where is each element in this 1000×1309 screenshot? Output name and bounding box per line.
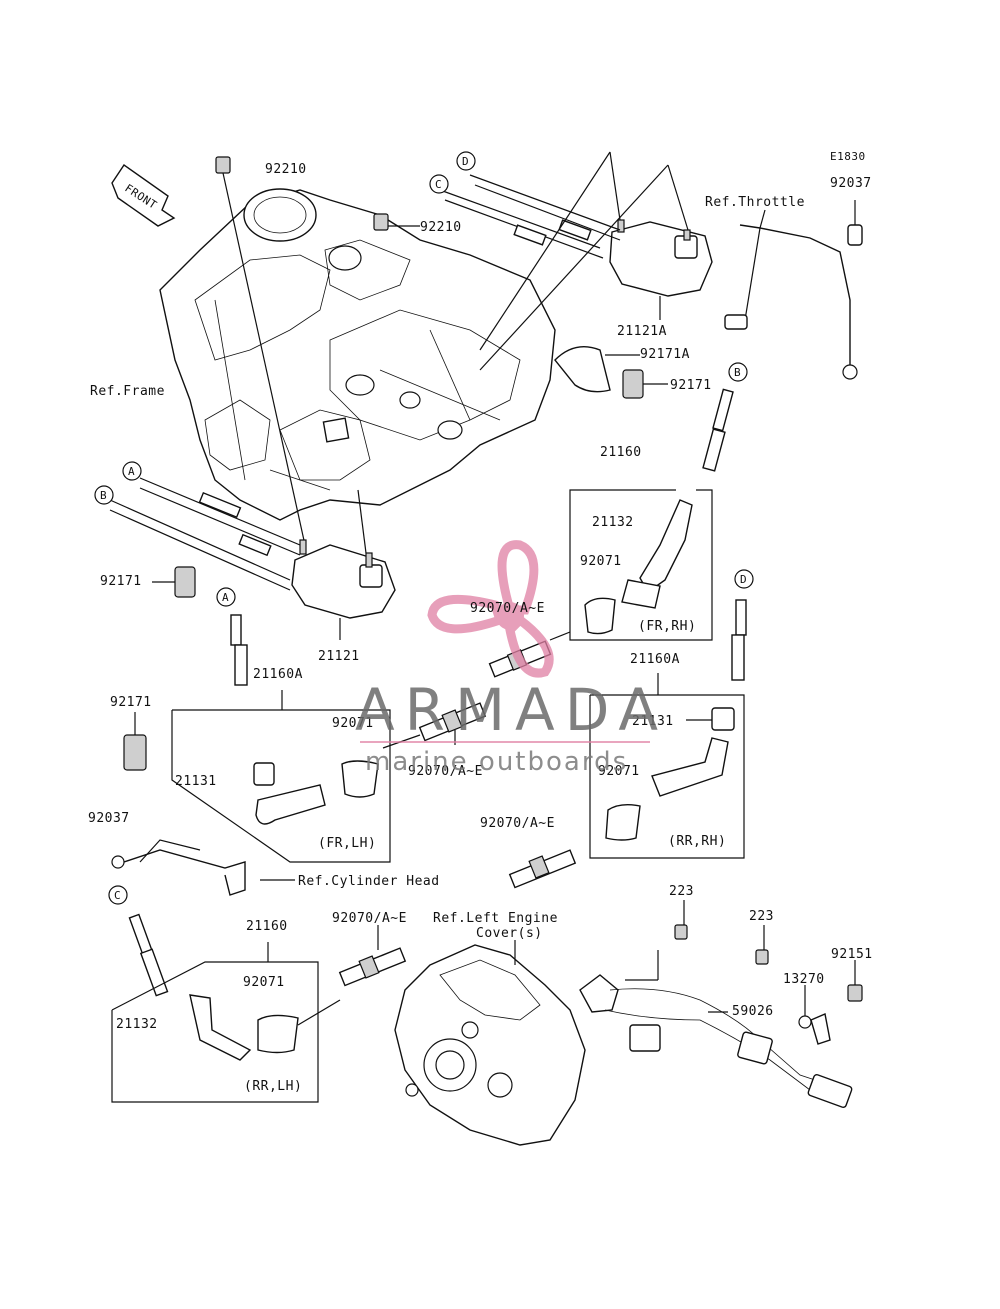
clamp-13270-icon: [798, 985, 831, 1045]
label-92171-left: 92171: [100, 574, 142, 589]
svg-text:B: B: [734, 366, 741, 379]
callout-c-top: C: [429, 174, 449, 194]
label-223-b: 223: [749, 909, 774, 924]
label-rr-rh: (RR,RH): [668, 834, 726, 849]
label-92151: 92151: [831, 947, 873, 962]
box-fr-lh: [171, 690, 391, 863]
spark-plug-cap-21160A-left-drawing: A: [216, 587, 248, 686]
svg-text:A: A: [128, 465, 135, 478]
spark-plug-cap-21160-top-drawing: B: [702, 362, 748, 472]
label-59026: 59026: [732, 1004, 774, 1019]
svg-text:C: C: [435, 178, 442, 191]
holder-92171A-icon: [554, 346, 640, 393]
throttle-bracket-drawing: [724, 200, 863, 380]
watermark-brand: ARMADA: [355, 676, 668, 744]
box-fr-rh: [569, 489, 713, 641]
label-fr-rh: (FR,RH): [638, 619, 696, 634]
label-92070-low: 92070/A~E: [332, 911, 407, 926]
spark-plug-92070-rr-rh-drawing: [508, 849, 577, 889]
holder-92171-right-icon: [622, 369, 668, 399]
svg-text:C: C: [114, 889, 121, 902]
bolt-92151-icon: [847, 960, 863, 1002]
callout-b-left: B: [94, 485, 114, 505]
label-92070-top: 92070/A~E: [470, 601, 545, 616]
label-92071-rr-rh: 92071: [598, 764, 640, 779]
callout-d-top: D: [456, 151, 476, 171]
engine-frame-drawing: [159, 188, 556, 521]
spark-plug-cap-21160A-right-drawing: D: [731, 569, 754, 681]
box-rr-rh: [589, 673, 745, 859]
ignition-coil-21121-drawing: [109, 477, 396, 640]
label-92037-left: 92037: [88, 811, 130, 826]
label-cover-s: Cover(s): [476, 926, 543, 941]
label-21160A-right: 21160A: [630, 652, 680, 667]
label-ref-left-engine-cover: Ref.Left Engine: [433, 911, 558, 926]
label-92171-right: 92171: [670, 378, 712, 393]
ignition-coil-21121A-drawing: [439, 151, 713, 371]
spark-plug-92070-mid-drawing: [382, 702, 487, 749]
callout-a-left: A: [122, 461, 142, 481]
bolt-223-a-icon: [674, 900, 688, 940]
svg-text:D: D: [740, 573, 747, 586]
left-engine-cover-drawing: [394, 940, 586, 1146]
label-92171A: 92171A: [640, 347, 690, 362]
holder-92171-left-icon: [152, 566, 196, 598]
label-ref-frame: Ref.Frame: [90, 384, 165, 399]
pickup-sensor-59026-drawing: [579, 950, 853, 1109]
label-fr-lh: (FR,LH): [318, 836, 376, 851]
label-ref-throttle: Ref.Throttle: [705, 195, 805, 210]
label-92071-rr-lh: 92071: [243, 975, 285, 990]
svg-text:B: B: [100, 489, 107, 502]
label-92210-top: 92210: [265, 162, 307, 177]
label-92210-mid: 92210: [420, 220, 462, 235]
label-21132-rr-lh: 21132: [116, 1017, 158, 1032]
label-21160-low: 21160: [246, 919, 288, 934]
box-rr-lh: [111, 942, 319, 1103]
watermark-tagline: marine outboards: [365, 747, 628, 777]
label-223-a: 223: [669, 884, 694, 899]
label-21160A-left: 21160A: [253, 667, 303, 682]
label-21131-right: 21131: [632, 714, 674, 729]
svg-text:A: A: [222, 591, 229, 604]
label-21131-left: 21131: [175, 774, 217, 789]
label-92037-top: 92037: [830, 176, 872, 191]
spark-plug-92070-low-drawing: [297, 925, 407, 1026]
label-21132-fr-rh: 21132: [592, 515, 634, 530]
label-92070-mid: 92070/A~E: [408, 764, 483, 779]
label-92070-rr-rh: 92070/A~E: [480, 816, 555, 831]
label-21121: 21121: [318, 649, 360, 664]
armada-logo-icon: [427, 540, 554, 678]
label-21160-top: 21160: [600, 445, 642, 460]
label-rr-lh: (RR,LH): [244, 1079, 302, 1094]
bolt-223-b-icon: [755, 925, 769, 965]
bolt-92210-top-icon: [215, 156, 306, 546]
callout-c-left: C: [108, 885, 169, 997]
front-arrow-icon: FRONT: [111, 164, 176, 227]
label-ref-cylinder-head: Ref.Cylinder Head: [298, 874, 440, 889]
label-21121A: 21121A: [617, 324, 667, 339]
holder-92171-lower-icon: [123, 712, 147, 771]
label-92071-fr-rh: 92071: [580, 554, 622, 569]
label-92171-lower: 92171: [110, 695, 152, 710]
cylinder-head-bracket-drawing: [111, 839, 295, 896]
label-13270: 13270: [783, 972, 825, 987]
svg-text:D: D: [462, 155, 469, 168]
bolt-92210-mid-icon: [373, 213, 420, 231]
diagram-code: E1830: [830, 150, 866, 163]
label-92071-mid: 92071: [332, 716, 374, 731]
